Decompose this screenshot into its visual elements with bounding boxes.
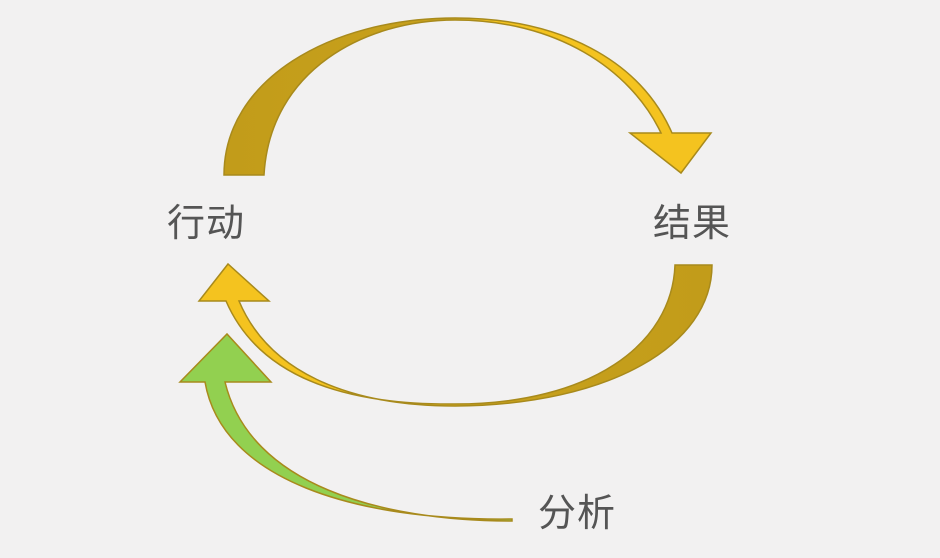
arrow-result-to-action bbox=[197, 262, 713, 407]
node-label-result: 结果 bbox=[653, 201, 732, 245]
node-label-action: 行动 bbox=[167, 201, 246, 245]
arrow-analysis-to-action bbox=[178, 332, 513, 522]
arrow-action-to-result bbox=[223, 17, 713, 176]
node-label-analysis: 分析 bbox=[538, 491, 617, 535]
